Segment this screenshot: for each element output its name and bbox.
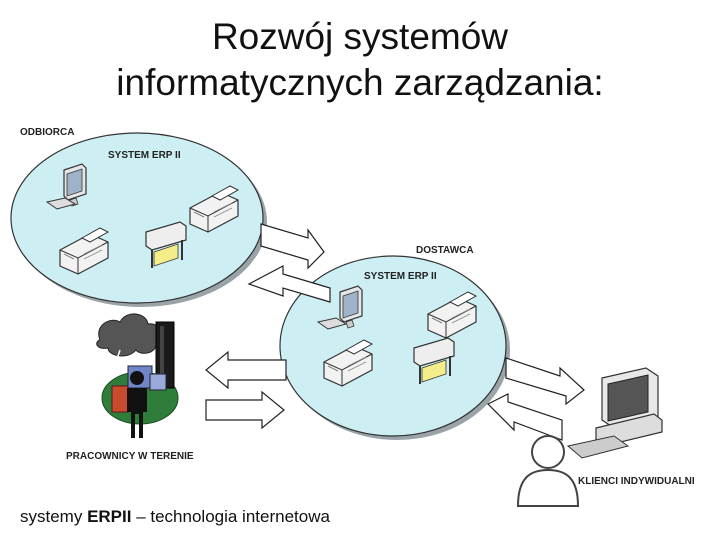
page-title: Rozwój systemów informatycznych zarządza… [0, 14, 720, 106]
dostawca-label: DOSTAWCA [416, 245, 474, 256]
odbiorca-label: ODBIORCA [20, 127, 75, 138]
pracownicy-label: PRACOWNICY W TERENIE [66, 451, 194, 462]
arrow-right-to-dostawca [260, 223, 325, 270]
footer-bold: ERPII [87, 507, 132, 526]
system-erp-label-top: SYSTEM ERP II [108, 150, 181, 161]
klienci-label: KLIENCI INDYWIDUALNI [578, 476, 695, 487]
system-erp-label-mid: SYSTEM ERP II [364, 271, 437, 282]
footer-prefix: systemy [20, 507, 88, 526]
arrow-right-to-klienci [505, 357, 585, 406]
dostawca-ellipse [279, 255, 507, 437]
field-workers-illustration [96, 313, 179, 438]
footer-suffix: – technologia internetowa [131, 507, 330, 526]
individual-clients-illustration [516, 367, 663, 507]
arrow-right-to-dostawca-2 [205, 390, 285, 430]
title-line-2: informatycznych zarządzania: [116, 62, 604, 103]
arrow-left-to-odbiorca [247, 265, 331, 303]
footer-caption: systemy ERPII – technologia internetowa [20, 507, 330, 527]
arrow-left-to-dostawca [486, 393, 563, 441]
title-line-1: Rozwój systemów [211, 16, 509, 57]
arrow-left-to-pracownicy [205, 350, 287, 390]
